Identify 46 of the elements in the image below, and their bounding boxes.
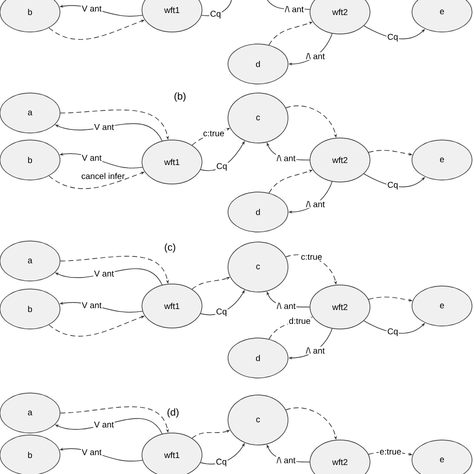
edge-label: Cq	[216, 162, 228, 172]
edge-label: /\ ant	[305, 52, 326, 60]
ellipse-node: e	[412, 140, 472, 180]
edge-label: V ant	[81, 154, 102, 162]
edge-label: c:true	[300, 253, 323, 261]
panel-label: (c)	[164, 243, 176, 253]
edge-label: /\ ant	[305, 200, 326, 208]
edge-label: /\ ant	[305, 346, 326, 354]
ellipse-node: wft1	[142, 140, 202, 184]
edge-label: e:true	[378, 448, 402, 456]
ellipse-node: d	[228, 338, 288, 378]
ellipse-node: d	[228, 192, 288, 232]
ellipse-node: wft2	[310, 440, 370, 474]
ellipse-node: c	[228, 394, 288, 446]
edge-label: /\ ant	[284, 5, 305, 14]
ellipse-node: wft1	[142, 432, 202, 474]
edge-label: V ant	[93, 270, 115, 278]
ellipse-node: d	[228, 44, 288, 84]
ellipse-node: wft2	[310, 138, 370, 182]
ellipse-node: c	[228, 92, 288, 144]
edge-label: Cq	[386, 328, 399, 337]
ellipse-node: b	[0, 434, 60, 474]
ellipse-node: wft2	[310, 284, 370, 330]
edge-label: V ant	[93, 123, 115, 131]
note-label: cancel infer	[82, 172, 125, 180]
edge-label: /\ ant	[276, 302, 296, 310]
edge-label: Cq	[215, 308, 228, 317]
edge-label: V ant	[80, 448, 102, 456]
edge-label: V ant	[80, 4, 102, 12]
edge-label: c:true	[202, 130, 226, 138]
ellipse-node: e	[412, 286, 472, 326]
ellipse-node: e	[412, 440, 472, 474]
panel-label: (d)	[168, 408, 178, 418]
edge-label: V ant	[93, 420, 115, 428]
edge-label: /\ ant	[276, 154, 296, 162]
edge-label: Cq	[209, 10, 222, 20]
panel-label: (b)	[174, 92, 186, 102]
ellipse-node: wft1	[142, 284, 202, 328]
edge-label: Cq	[386, 181, 399, 190]
ellipse-node: e	[412, 0, 472, 32]
edge-label: V ant	[80, 301, 102, 310]
edge-label: d:true	[288, 316, 312, 325]
ellipse-node: c	[228, 242, 288, 292]
edge-label: Cq	[215, 458, 228, 468]
edge-label: Cq	[386, 33, 399, 42]
edge-label: /\ ant	[276, 456, 296, 464]
